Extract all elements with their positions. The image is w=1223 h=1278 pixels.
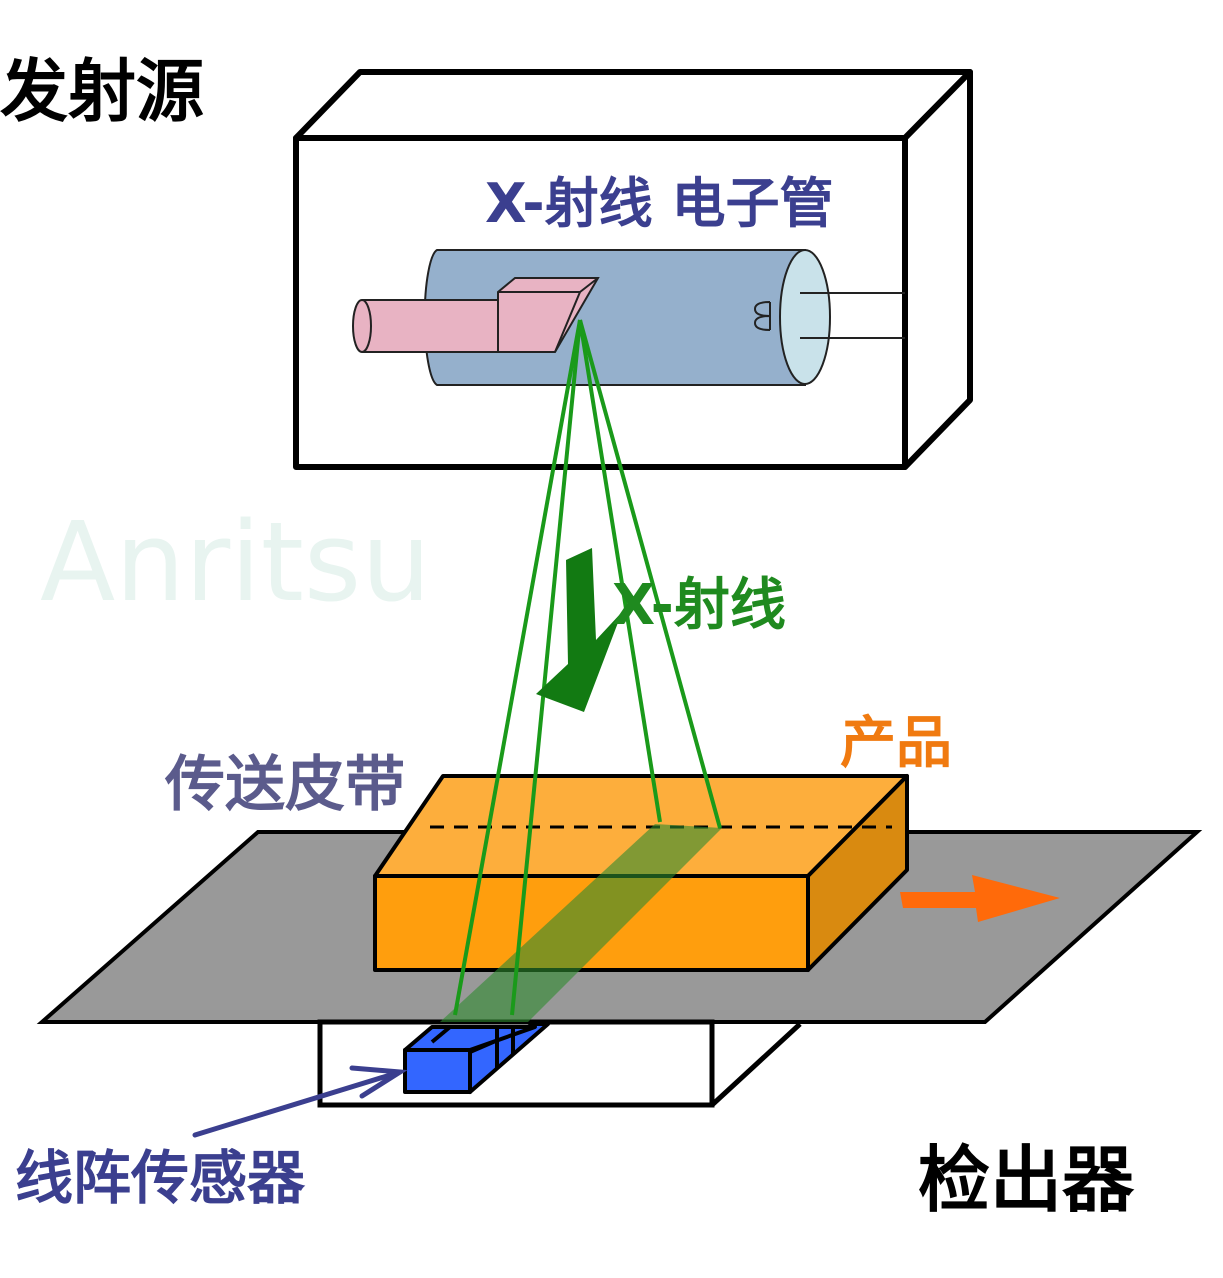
emitter-label: 发射源 [0,53,204,132]
xray-lines [453,319,722,1016]
line-sensor [403,1022,550,1094]
product-label: 产品 [840,711,952,776]
xray-tube-label: X-射线 电子管 [485,172,833,235]
xray-direction-arrow-icon [536,548,622,712]
product-box [373,774,909,972]
line-sensor-label: 线阵传感器 [15,1144,306,1212]
xray-label: X-射线 [612,573,786,638]
watermark: Anritsu [40,498,431,626]
detector-box [317,1019,802,1108]
sensor-pointer-arrow-icon [192,1065,408,1138]
xray-beam-band [440,824,722,1022]
conveyor-direction-arrow-icon [900,875,1060,922]
xray-tube [352,249,905,386]
conveyor-label: 传送皮带 [164,750,405,820]
detector-label: 检出器 [918,1138,1135,1222]
